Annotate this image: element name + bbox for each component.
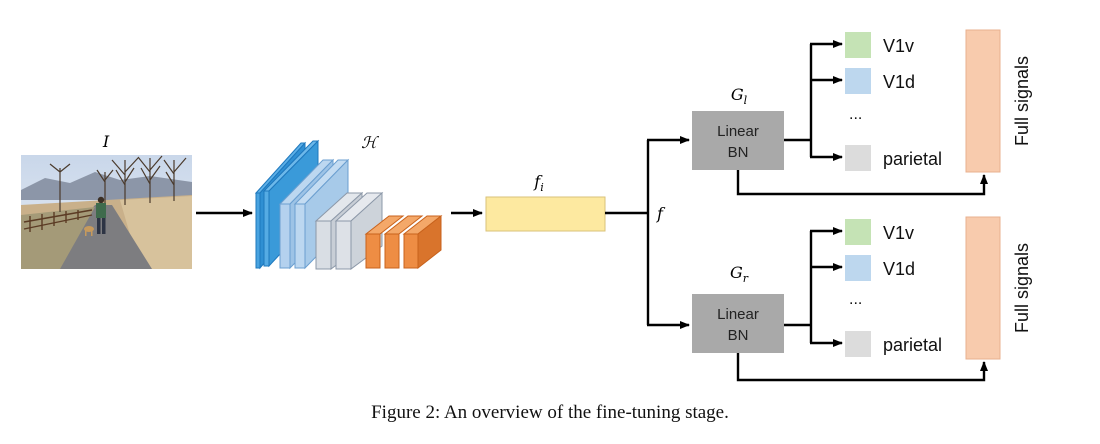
head-right-parietal-swatch bbox=[845, 331, 871, 357]
figure-caption: Figure 2: An overview of the fine-tuning… bbox=[371, 402, 729, 423]
input-photo bbox=[21, 155, 192, 269]
head-left-v1v-label: V1v bbox=[883, 36, 914, 56]
head-left-v1v-swatch bbox=[845, 32, 871, 58]
head-left-full-signals-label: Full signals bbox=[1012, 56, 1032, 146]
image-label: I bbox=[102, 132, 110, 151]
head-right-v1v-label: V1v bbox=[883, 223, 914, 243]
head-left-v1d-label: V1d bbox=[883, 72, 915, 92]
head-right-ellipsis: ... bbox=[849, 291, 862, 308]
head-right-block: Linear BN bbox=[692, 294, 784, 353]
head-right-v1d-swatch bbox=[845, 255, 871, 281]
head-left-ellipsis: ... bbox=[849, 106, 862, 123]
head-right-v1v-swatch bbox=[845, 219, 871, 245]
encoder-network bbox=[254, 139, 443, 270]
head-right-label: Gr bbox=[730, 263, 749, 285]
head-left-linear-label: Linear bbox=[717, 123, 759, 140]
head-left-label: Gl bbox=[731, 85, 748, 107]
head-left-block: Linear BN bbox=[692, 111, 784, 170]
feature-i-label: fi bbox=[533, 172, 543, 194]
head-right-bn-label: BN bbox=[728, 327, 749, 344]
head-left-parietal-label: parietal bbox=[883, 149, 942, 169]
feature-i-box bbox=[485, 196, 606, 232]
head-right-full-signals-label: Full signals bbox=[1012, 243, 1032, 333]
head-left-full-signals-bar bbox=[965, 29, 1001, 173]
head-left-v1d-swatch bbox=[845, 68, 871, 94]
head-left-bn-label: BN bbox=[728, 144, 749, 161]
head-right-linear-label: Linear bbox=[717, 306, 759, 323]
head-right-parietal-label: parietal bbox=[883, 335, 942, 355]
head-left-feedback-line bbox=[736, 170, 988, 196]
head-right-full-signals-bar bbox=[965, 216, 1001, 360]
head-left-parietal-swatch bbox=[845, 145, 871, 171]
head-right-feedback-line bbox=[736, 353, 988, 382]
encoder-label: ℋ bbox=[361, 133, 379, 152]
head-right-v1d-label: V1d bbox=[883, 259, 915, 279]
feature-label: f bbox=[656, 204, 666, 223]
